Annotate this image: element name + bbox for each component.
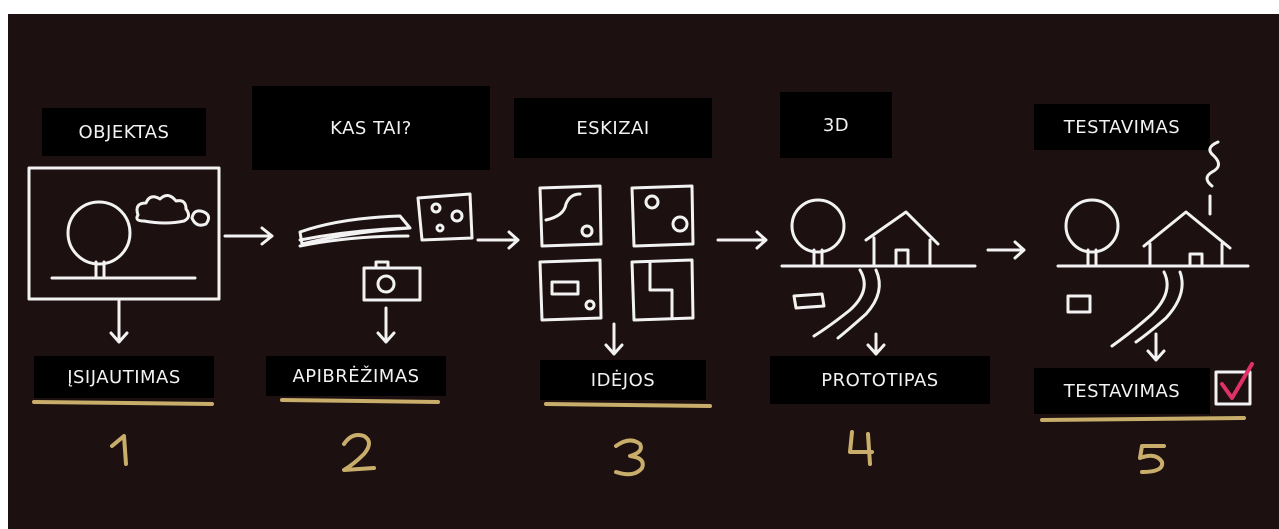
checkbox-checked-icon bbox=[1214, 362, 1254, 406]
step-5-number-stroke bbox=[1138, 444, 1166, 474]
sketch-grid-icon bbox=[538, 184, 695, 322]
landscape-prototype-icon bbox=[780, 198, 977, 340]
step-1-label: ĮSIJAUTIMAS bbox=[34, 356, 214, 398]
step-4-number-stroke bbox=[848, 430, 874, 466]
step-3-number-stroke bbox=[614, 438, 645, 477]
step-5-title: TESTAVIMAS bbox=[1034, 104, 1210, 150]
step-2-title: KAS TAI? bbox=[252, 86, 490, 170]
arrow-right-icon bbox=[716, 230, 768, 250]
step-1-underline bbox=[32, 400, 214, 406]
step-3-title: ESKIZAI bbox=[514, 98, 712, 158]
step-3-underline bbox=[544, 402, 712, 408]
camera-icon bbox=[362, 260, 422, 302]
step-2-label: APIBRĖŽIMAS bbox=[266, 356, 446, 396]
arrow-down-icon bbox=[866, 332, 886, 356]
arrow-down-icon bbox=[376, 306, 396, 344]
photo-card-icon bbox=[416, 192, 474, 242]
arrow-down-icon bbox=[109, 298, 129, 344]
arrow-right-icon bbox=[986, 240, 1026, 260]
step-2-underline bbox=[280, 398, 440, 404]
step-1-title: OBJEKTAS bbox=[42, 108, 206, 156]
step-4-label: PROTOTIPAS bbox=[770, 356, 990, 404]
step-5-label: TESTAVIMAS bbox=[1034, 368, 1210, 414]
step-3-label: IDĖJOS bbox=[540, 360, 706, 400]
book-icon bbox=[298, 214, 412, 248]
arrow-right-icon bbox=[223, 226, 274, 246]
step-1-number-stroke bbox=[110, 434, 128, 466]
landscape-testing-icon bbox=[1056, 140, 1250, 348]
framed-landscape-icon bbox=[27, 166, 221, 301]
arrow-down-icon bbox=[604, 322, 624, 356]
step-4-title: 3D bbox=[780, 92, 892, 158]
step-2-number-stroke bbox=[342, 433, 376, 472]
step-5-underline bbox=[1040, 416, 1246, 422]
arrow-down-icon bbox=[1146, 332, 1166, 362]
arrow-right-icon bbox=[476, 230, 520, 250]
